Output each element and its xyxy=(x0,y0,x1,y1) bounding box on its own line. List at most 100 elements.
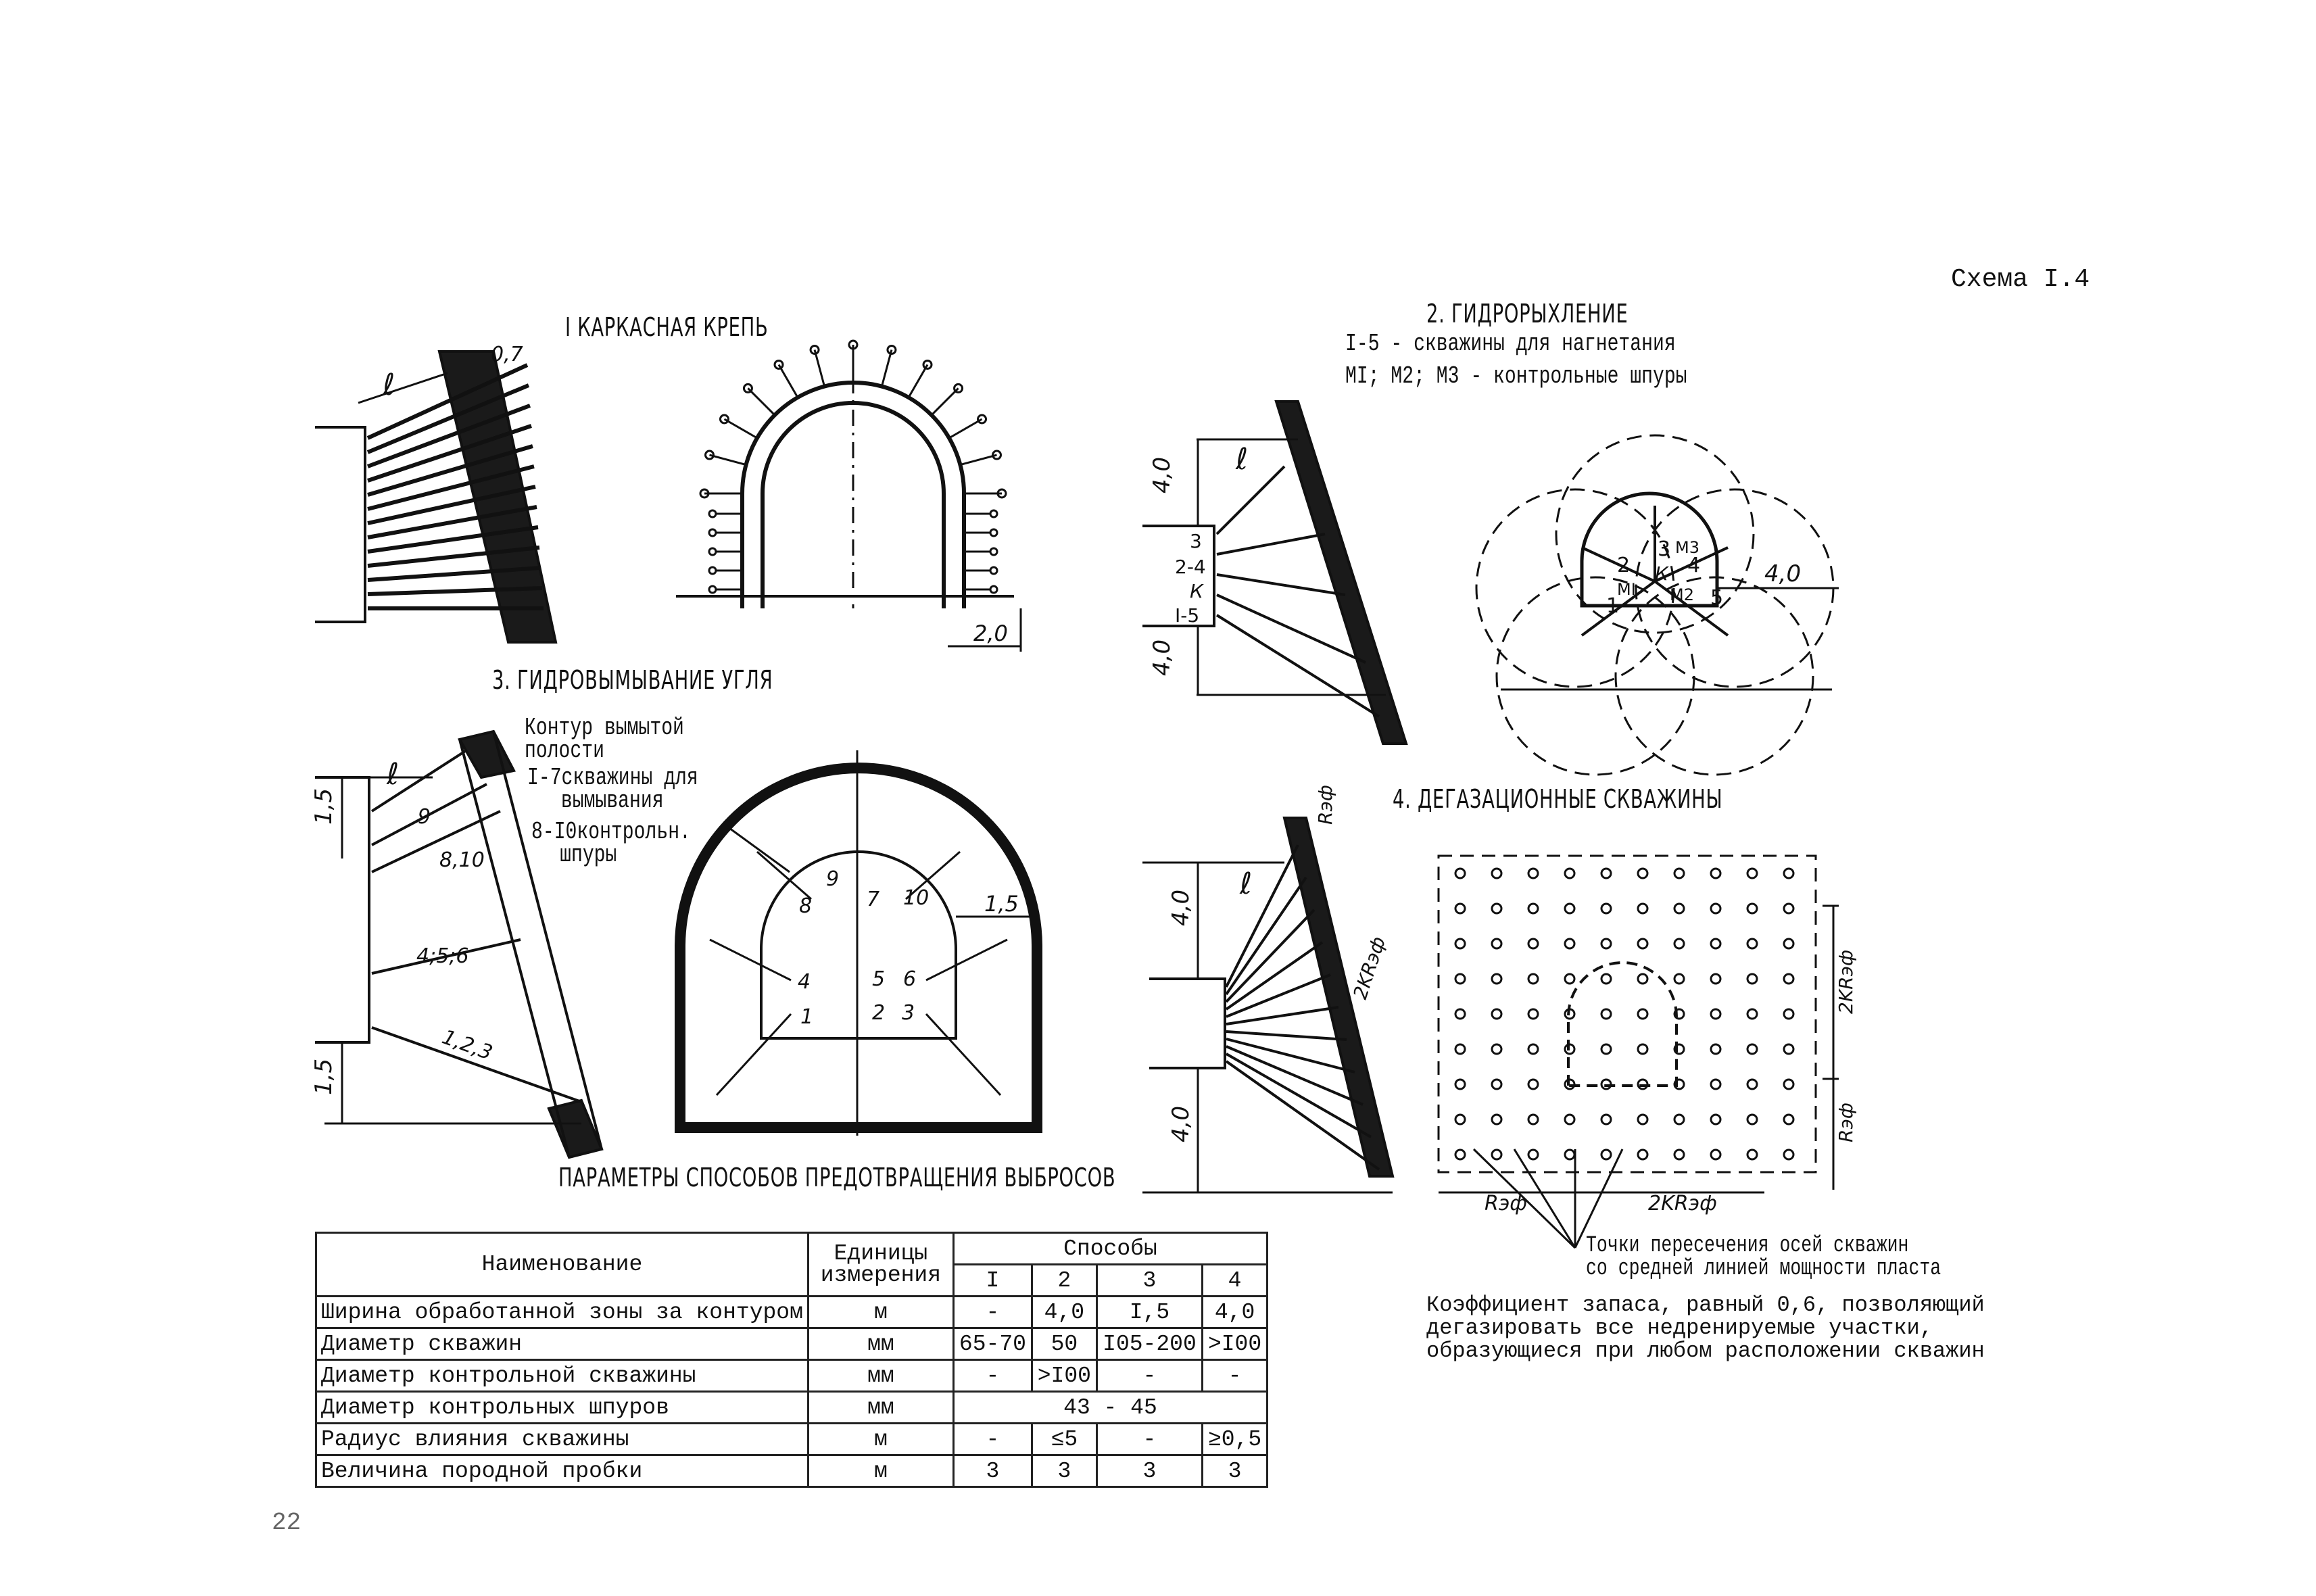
fig3-hole-label-6: 6 xyxy=(903,967,916,991)
scheme-label: Схема I.4 xyxy=(1951,265,2090,294)
fig2-plan-holes xyxy=(1581,506,1729,637)
fig4-borehole-dot xyxy=(1454,1148,1466,1161)
fig4-borehole-dot xyxy=(1673,902,1685,915)
fig2-hole-line xyxy=(1215,614,1380,718)
fig3-seam-left xyxy=(458,739,571,1158)
fig2-dim-40-bottom: 4,0 xyxy=(1149,639,1176,676)
fig1-anchor-line xyxy=(723,418,758,439)
fig1-anchor-head xyxy=(708,509,717,518)
fig4-borehole-dot xyxy=(1746,867,1758,879)
fig3-lbl-9: 9 xyxy=(418,805,431,829)
fig4-borehole-dot xyxy=(1564,867,1576,879)
fig4-borehole-dot xyxy=(1454,1078,1466,1090)
fig4-borehole-dot xyxy=(1600,1113,1612,1126)
fig2-dim-l: ℓ xyxy=(1235,442,1248,477)
fig4-borehole-dot xyxy=(1673,1113,1685,1126)
fig4-title: 4. ДЕГАЗАЦИОННЫЕ СКВАЖИНЫ xyxy=(1393,784,1723,814)
fig4-borehole-dot xyxy=(1746,902,1758,915)
table-row: Диаметр скважин мм 65-70 50 I05-200 >I00 xyxy=(315,1327,1268,1361)
fig1-anchor-head xyxy=(886,344,897,355)
table-row: Радиус влияния скважины м - ≤5 - ≥0,5 xyxy=(315,1422,1268,1456)
fig1-anchor-head xyxy=(809,344,820,355)
fig2-title: 2. ГИДРОРЫХЛЕНИЕ xyxy=(1426,299,1629,329)
fig1-anchor-line xyxy=(813,349,826,387)
fig4-borehole-dot xyxy=(1527,1113,1539,1126)
fig4-hole-line xyxy=(1226,1006,1339,1025)
fig1-anchor-head xyxy=(708,566,717,575)
fig1-anchor-head xyxy=(708,528,717,537)
fig2-seam-band xyxy=(1274,400,1408,745)
fig4-borehole-dot xyxy=(1637,1078,1649,1090)
row-value: >I00 xyxy=(1201,1327,1268,1361)
fig2-plan-hole xyxy=(1654,546,1729,583)
fig4-borehole-dot xyxy=(1491,867,1503,879)
fig4-bottom-rzf: Rэф xyxy=(1485,1192,1527,1215)
fig1-anchor-line xyxy=(880,349,893,387)
fig4-borehole-dot xyxy=(1527,973,1539,985)
fig3-front-holes xyxy=(709,771,1008,1122)
fig2-legend-line2: MI; M2; M3 - контрольные шпуры xyxy=(1345,362,1687,390)
method-col-4: 4 xyxy=(1201,1263,1268,1297)
row-value: - xyxy=(1201,1359,1268,1393)
fig4-borehole-dot xyxy=(1783,1113,1795,1126)
fig4-borehole-dot xyxy=(1491,1148,1503,1161)
fig1-anchor-head xyxy=(922,359,933,370)
row-value-merged: 43 - 45 xyxy=(952,1391,1269,1424)
row-value: 4,0 xyxy=(1030,1295,1098,1329)
fig3-front-view: 8 9 7 10 4 5 6 1 2 3 1,5 xyxy=(675,750,1042,1136)
fig1-anchor-head xyxy=(704,450,715,460)
fig4-borehole-dot xyxy=(1673,867,1685,879)
fig1-bolt-line xyxy=(367,485,536,525)
fig4-callout-leader xyxy=(1513,1148,1576,1249)
row-unit: мм xyxy=(806,1359,955,1393)
header-name: Наименование xyxy=(315,1232,809,1297)
fig4-hole-line xyxy=(1225,844,1299,988)
fig1-anchor-line xyxy=(960,454,997,466)
fig3-legend-leader xyxy=(724,823,790,873)
fig2-roadway-outline xyxy=(1580,491,1719,608)
note-line-2: дегазировать все недренируемые участки, xyxy=(1426,1315,1933,1340)
row-value: ≥0,5 xyxy=(1201,1422,1268,1456)
page-number: 22 xyxy=(272,1509,301,1537)
row-name: Диаметр контрольной скважины xyxy=(315,1359,809,1393)
fig2-hole-line xyxy=(1215,465,1286,535)
fig1-dim-l-line xyxy=(358,372,448,404)
fig3-legend-contour-2: полости xyxy=(525,737,604,765)
fig3-legend-holes-1: I-7скважины для xyxy=(527,764,698,792)
fig4-borehole-dot xyxy=(1637,1148,1649,1161)
note-text: Коэффициент запаса, равный 0,6, позволяю… xyxy=(1426,1294,1985,1363)
fig4-borehole-dot xyxy=(1600,938,1612,950)
fig4-side-view: 4,0 4,0 ℓ Rэф 2KRэф xyxy=(1142,785,1395,1194)
fig3-cavity-contour xyxy=(675,763,1042,1133)
fig1-front-view: 2,0 xyxy=(676,339,1022,652)
fig4-hole-line xyxy=(1226,973,1331,1018)
fig1-anchor-line xyxy=(907,364,929,398)
fig3-legend-contour: Контур вымытой полости xyxy=(525,716,684,765)
fig1-anchor-head xyxy=(989,585,998,594)
fig3-hole-line xyxy=(371,810,501,873)
fig4-borehole-dot xyxy=(1637,1113,1649,1126)
fig4-borehole-dot xyxy=(1454,867,1466,879)
fig2-hole-label-5: 5 xyxy=(1710,586,1723,610)
row-value: I05-200 xyxy=(1095,1327,1204,1361)
row-unit: м xyxy=(806,1295,955,1329)
fig4-borehole-dot xyxy=(1673,1043,1685,1055)
table-row: Диаметр контрольных шпуров мм 43 - 45 xyxy=(315,1391,1269,1424)
fig1-bolt-line xyxy=(367,444,533,497)
fig4-borehole-dot xyxy=(1710,1113,1722,1126)
fig1-anchor-head xyxy=(848,339,859,350)
table-subheader-row: I 2 3 4 xyxy=(316,1263,1268,1297)
row-value: 3 xyxy=(1030,1454,1098,1488)
fig2-plan-view: 4,0 2 3 4 1 5 MI M2 M3 К xyxy=(1475,434,1839,776)
fig1-bolt-line xyxy=(366,363,529,440)
row-name: Радиус влияния скважины xyxy=(315,1422,809,1456)
fig4-borehole-dot xyxy=(1600,1148,1612,1161)
fig4-borehole-dot xyxy=(1710,1078,1722,1090)
fig2-lbl-k: К xyxy=(1190,580,1204,602)
fig4-borehole-dot xyxy=(1564,973,1576,985)
fig4-borehole-dot xyxy=(1600,1078,1612,1090)
fig4-borehole-dot xyxy=(1600,1008,1612,1020)
row-value: - xyxy=(952,1422,1033,1456)
fig4-callout-1: Точки пересечения осей скважин xyxy=(1586,1233,1909,1259)
fig4-face-outline xyxy=(1149,977,1226,1069)
